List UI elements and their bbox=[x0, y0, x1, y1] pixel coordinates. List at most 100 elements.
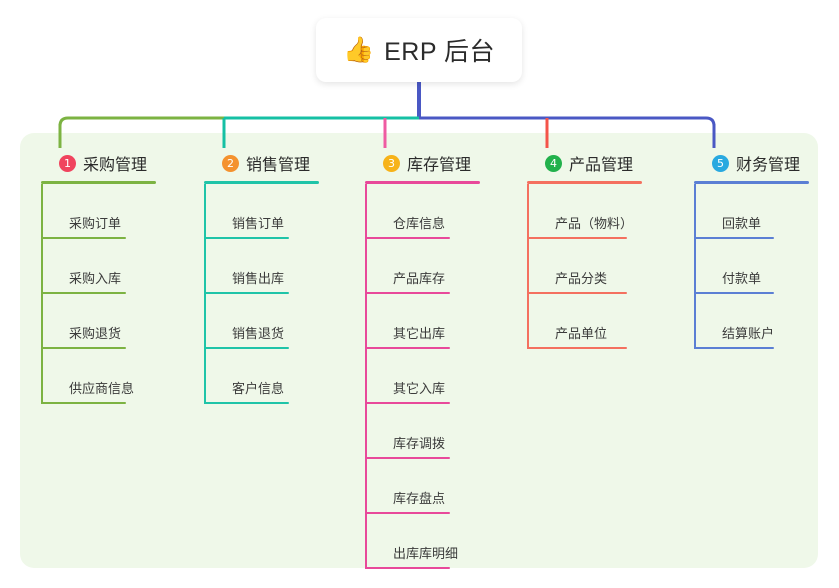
leaf-label: 产品（物料） bbox=[555, 216, 634, 231]
branch-underline bbox=[204, 181, 319, 184]
branch-label: 库存管理 bbox=[407, 157, 472, 174]
leaf-underline bbox=[527, 292, 627, 294]
leaf-spine bbox=[204, 184, 206, 404]
leaf-item[interactable]: 库存调拨 bbox=[365, 404, 480, 459]
leaf-label: 出库库明细 bbox=[393, 546, 459, 561]
leaf-underline bbox=[365, 567, 450, 569]
leaf-underline bbox=[204, 292, 289, 294]
leaf-label: 采购退货 bbox=[69, 326, 122, 341]
leaf-spine bbox=[41, 184, 43, 404]
leaf-label: 供应商信息 bbox=[69, 381, 135, 396]
leaf-label: 采购订单 bbox=[69, 216, 122, 231]
branch-header-3[interactable]: 3 库存管理 bbox=[365, 150, 480, 176]
leaf-spine bbox=[694, 184, 696, 349]
leaf-item[interactable]: 产品（物料） bbox=[527, 184, 642, 239]
leaf-item[interactable]: 采购退货 bbox=[41, 294, 156, 349]
branch-underline bbox=[41, 181, 156, 184]
leaf-underline bbox=[365, 347, 450, 349]
leaf-underline bbox=[365, 292, 450, 294]
leaf-label: 仓库信息 bbox=[393, 216, 446, 231]
leaf-underline bbox=[41, 292, 126, 294]
leaf-item[interactable]: 销售退货 bbox=[204, 294, 319, 349]
leaf-label: 库存调拨 bbox=[393, 436, 446, 451]
leaf-item[interactable]: 仓库信息 bbox=[365, 184, 480, 239]
leaf-label: 销售出库 bbox=[232, 271, 285, 286]
leaf-item[interactable]: 供应商信息 bbox=[41, 349, 156, 404]
leaf-item[interactable]: 出库库明细 bbox=[365, 514, 480, 569]
leaf-item[interactable]: 其它入库 bbox=[365, 349, 480, 404]
leaf-label: 采购入库 bbox=[69, 271, 122, 286]
leaf-underline bbox=[365, 402, 450, 404]
bus-corner-left bbox=[58, 116, 69, 127]
branch-column-3: 3 库存管理仓库信息产品库存其它出库其它入库库存调拨库存盘点出库库明细 bbox=[365, 150, 480, 569]
leaf-item[interactable]: 付款单 bbox=[694, 239, 809, 294]
leaf-spine bbox=[527, 184, 529, 349]
leaf-label: 结算账户 bbox=[722, 326, 775, 341]
leaf-label: 回款单 bbox=[722, 216, 762, 231]
branch-number-badge: 5 bbox=[712, 154, 729, 172]
leaf-underline bbox=[204, 402, 289, 404]
leaf-item[interactable]: 产品分类 bbox=[527, 239, 642, 294]
thumbs-up-icon: 👍 bbox=[342, 35, 375, 64]
leaf-list: 仓库信息产品库存其它出库其它入库库存调拨库存盘点出库库明细 bbox=[365, 184, 480, 569]
leaf-underline bbox=[204, 237, 289, 239]
leaf-list: 回款单付款单结算账户 bbox=[694, 184, 809, 349]
leaf-label: 产品分类 bbox=[555, 271, 608, 286]
leaf-underline bbox=[365, 512, 450, 514]
leaf-item[interactable]: 产品库存 bbox=[365, 239, 480, 294]
leaf-item[interactable]: 客户信息 bbox=[204, 349, 319, 404]
leaf-label: 付款单 bbox=[722, 271, 762, 286]
branch-label: 财务管理 bbox=[736, 157, 801, 174]
branch-column-4: 4 产品管理产品（物料） 产品分类产品单位 bbox=[527, 150, 642, 349]
leaf-label: 销售退货 bbox=[232, 326, 285, 341]
leaf-item[interactable]: 采购订单 bbox=[41, 184, 156, 239]
leaf-spine bbox=[365, 184, 367, 569]
leaf-underline bbox=[41, 402, 126, 404]
leaf-item[interactable]: 回款单 bbox=[694, 184, 809, 239]
leaf-underline bbox=[694, 292, 774, 294]
branch-label: 产品管理 bbox=[569, 157, 634, 174]
branch-header-5[interactable]: 5 财务管理 bbox=[694, 150, 809, 176]
branch-number-badge: 4 bbox=[545, 154, 562, 172]
leaf-underline bbox=[527, 237, 627, 239]
leaf-underline bbox=[365, 457, 450, 459]
leaf-item[interactable]: 销售出库 bbox=[204, 239, 319, 294]
leaf-item[interactable]: 产品单位 bbox=[527, 294, 642, 349]
leaf-label: 库存盘点 bbox=[393, 491, 446, 506]
leaf-label: 销售订单 bbox=[232, 216, 285, 231]
bus-corner-right bbox=[705, 116, 716, 127]
branch-label: 销售管理 bbox=[246, 157, 311, 174]
branch-number-badge: 1 bbox=[59, 154, 76, 172]
branch-column-5: 5 财务管理回款单付款单结算账户 bbox=[694, 150, 809, 349]
leaf-item[interactable]: 其它出库 bbox=[365, 294, 480, 349]
leaf-label: 其它入库 bbox=[393, 381, 446, 396]
leaf-item[interactable]: 库存盘点 bbox=[365, 459, 480, 514]
leaf-list: 销售订单销售出库销售退货客户信息 bbox=[204, 184, 319, 404]
root-node[interactable]: 👍 ERP 后台 bbox=[316, 18, 522, 82]
branch-underline bbox=[527, 181, 642, 184]
leaf-underline bbox=[694, 347, 774, 349]
branch-label: 采购管理 bbox=[83, 157, 148, 174]
branches-panel bbox=[20, 133, 818, 568]
branch-number-badge: 3 bbox=[383, 154, 400, 172]
leaf-list: 产品（物料） 产品分类产品单位 bbox=[527, 184, 642, 349]
leaf-list: 采购订单采购入库采购退货供应商信息 bbox=[41, 184, 156, 404]
leaf-underline bbox=[41, 237, 126, 239]
branch-header-1[interactable]: 1 采购管理 bbox=[41, 150, 156, 176]
leaf-item[interactable]: 销售订单 bbox=[204, 184, 319, 239]
leaf-underline bbox=[527, 347, 627, 349]
branch-underline bbox=[365, 181, 480, 184]
leaf-label: 产品单位 bbox=[555, 326, 608, 341]
leaf-label: 产品库存 bbox=[393, 271, 446, 286]
leaf-item[interactable]: 结算账户 bbox=[694, 294, 809, 349]
leaf-item[interactable]: 采购入库 bbox=[41, 239, 156, 294]
leaf-underline bbox=[41, 347, 126, 349]
leaf-underline bbox=[365, 237, 450, 239]
leaf-underline bbox=[694, 237, 774, 239]
branch-underline bbox=[694, 181, 809, 184]
leaf-label: 客户信息 bbox=[232, 381, 285, 396]
branch-header-4[interactable]: 4 产品管理 bbox=[527, 150, 642, 176]
